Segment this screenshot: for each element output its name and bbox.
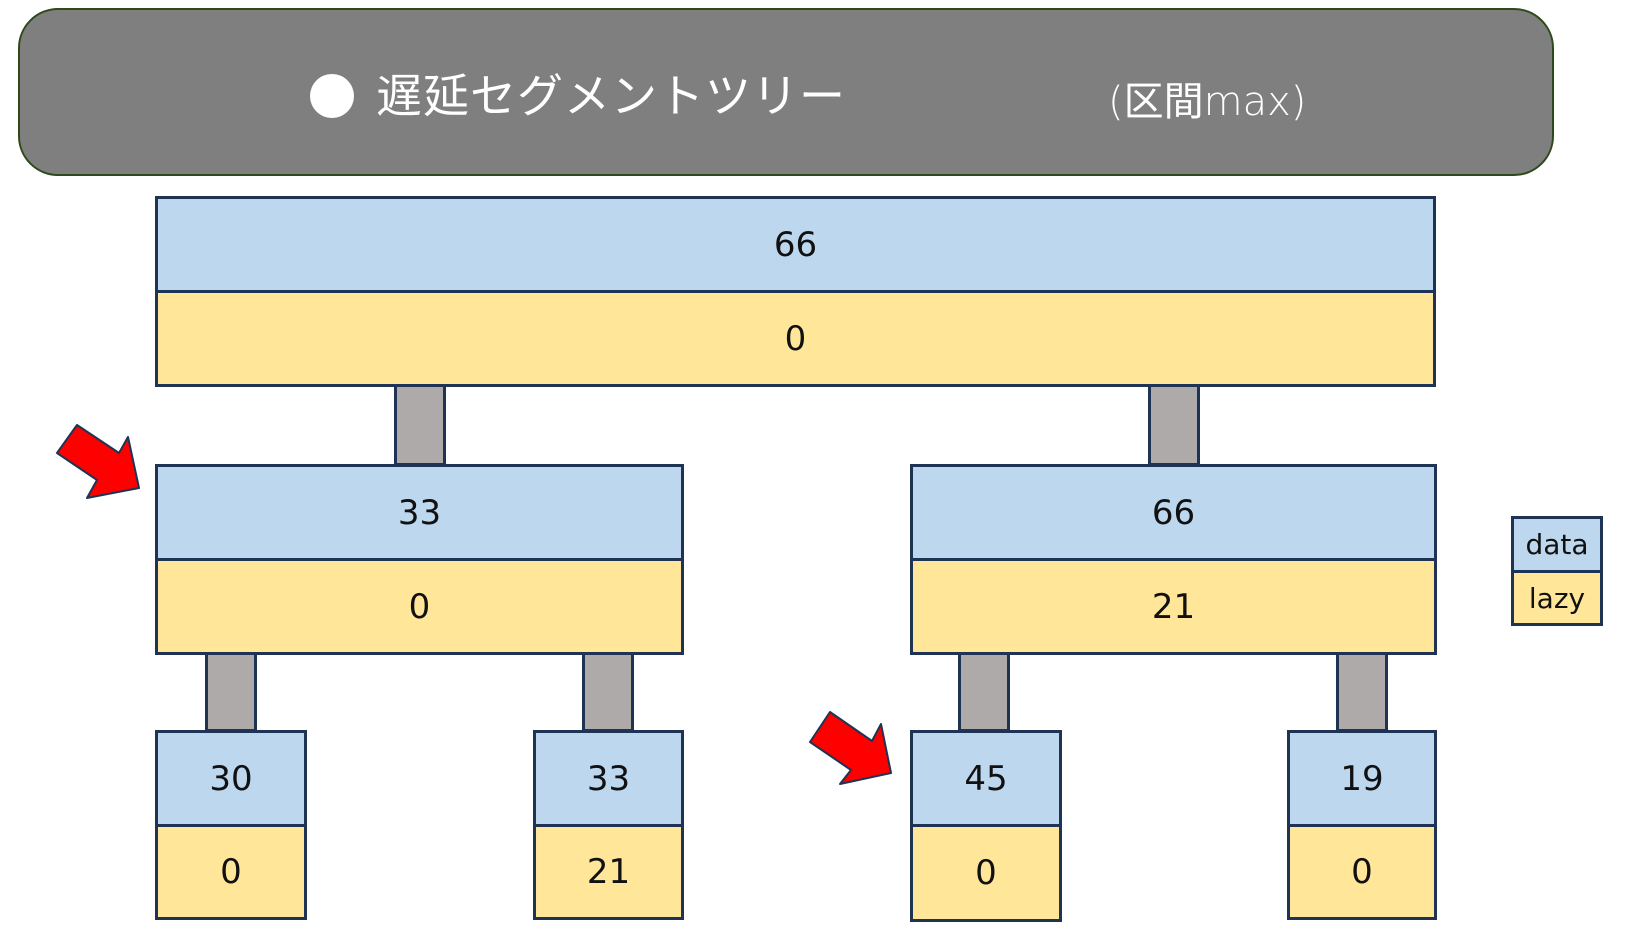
level1-right-lazy-cell: 21 [910,558,1437,655]
level1-left-lazy-cell: 0 [155,558,684,655]
banner-subtitle: (区間max) [1108,79,1307,125]
root-node: 66 0 [155,196,1436,387]
leaf-1-node: 30 0 [155,730,307,920]
leaf-1-lazy-cell: 0 [155,824,307,920]
leaf-1-data-cell: 30 [155,730,307,827]
leaf-2-lazy-cell: 21 [533,824,684,920]
banner-title: 遅延セグメントツリー [310,68,846,124]
level1-right-data-cell: 66 [910,464,1437,561]
title-banner: 遅延セグメントツリー (区間max) [18,8,1554,176]
leaf-4-lazy-cell: 0 [1287,824,1437,920]
legend-lazy-cell: lazy [1511,570,1603,626]
connector-l1left-leaf1 [205,650,257,732]
connector-l1right-leaf3 [958,650,1010,732]
level1-left-node: 33 0 [155,464,684,655]
leaf-4-data-cell: 19 [1287,730,1437,827]
level1-right-node: 66 21 [910,464,1437,655]
title-text: 遅延セグメントツリー [376,69,846,123]
legend: data lazy [1511,516,1603,626]
leaf-3-node: 45 0 [910,730,1062,922]
leaf-4-node: 19 0 [1287,730,1437,920]
root-lazy-cell: 0 [155,290,1436,387]
bullet-icon [310,74,354,118]
leaf-3-lazy-cell: 0 [910,824,1062,922]
leaf-2-node: 33 21 [533,730,684,920]
legend-data-cell: data [1511,516,1603,573]
